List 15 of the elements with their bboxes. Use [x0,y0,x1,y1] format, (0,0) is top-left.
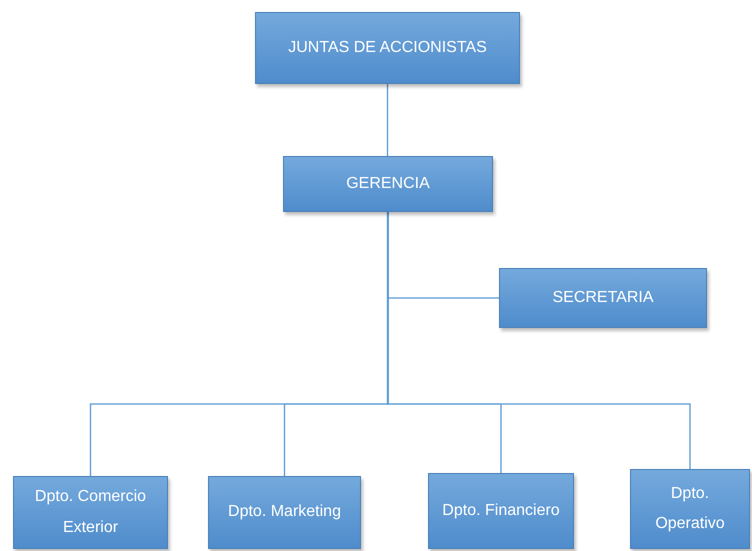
box-label: GERENCIA [346,174,430,194]
org-box [630,469,750,549]
org-box [283,156,493,212]
org-box [499,268,707,328]
box-label: Dpto. Comercio Exterior [34,487,148,538]
box-label: SECRETARIA [552,288,654,308]
box-label: Dpto. Marketing [228,502,341,522]
box-label: Dpto. Operativo [654,484,726,534]
connector-line [387,212,691,469]
org-box [13,476,168,549]
org-box [428,473,574,549]
org-box [255,12,520,84]
box-label: JUNTAS DE ACCIONISTAS [288,38,487,58]
org-box [208,476,361,549]
box-label: Dpto. Financiero [442,500,560,521]
